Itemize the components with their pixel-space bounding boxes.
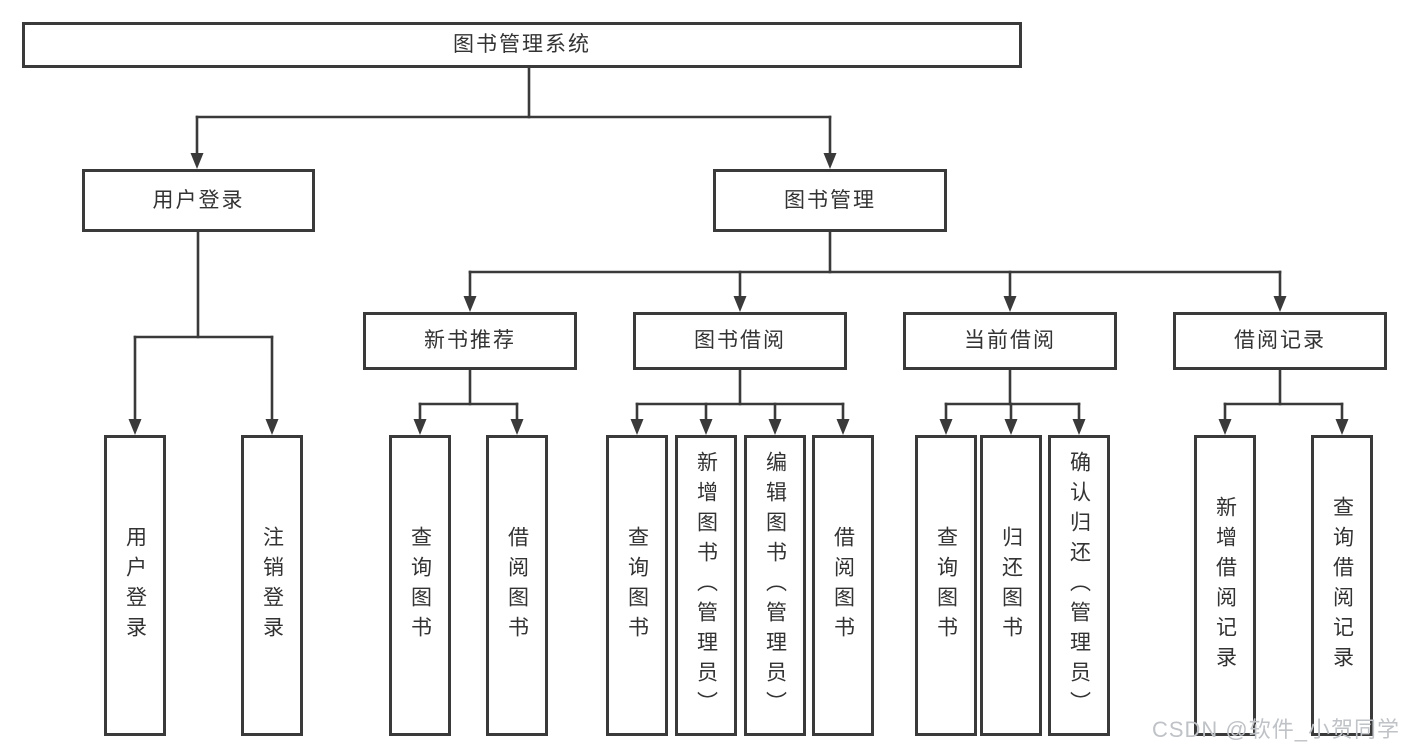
arrow-down-icon [733, 296, 747, 312]
csdn-watermark: CSDN @软件_小贺同学 [1151, 717, 1400, 742]
node-borrow-records: 借阅记录 [1173, 312, 1387, 370]
leaf-borrow-books-recommend: 借阅图书 [486, 435, 548, 736]
node-label: 注销登录 [260, 525, 284, 646]
arrow-down-icon [1003, 296, 1017, 312]
arrow-down-icon [413, 419, 427, 435]
arrow-down-icon [1335, 419, 1349, 435]
arrow-down-icon [699, 419, 713, 435]
node-label: 新增借阅记录 [1213, 495, 1237, 676]
node-label: 编辑图书（管理员） [763, 450, 787, 721]
node-label: 借阅记录 [1234, 329, 1326, 353]
node-user-login: 用户登录 [82, 169, 315, 232]
arrow-down-icon [190, 153, 204, 169]
leaf-query-borrow-record: 查询借阅记录 [1311, 435, 1373, 736]
arrow-down-icon [265, 419, 279, 435]
leaf-user-login: 用户登录 [104, 435, 166, 736]
leaf-add-books-admin: 新增图书（管理员） [675, 435, 737, 736]
arrow-down-icon [939, 419, 953, 435]
leaf-return-books: 归还图书 [980, 435, 1042, 736]
leaf-edit-books-admin: 编辑图书（管理员） [744, 435, 806, 736]
arrow-down-icon [1072, 419, 1086, 435]
node-label: 用户登录 [152, 188, 245, 212]
node-label: 图书管理系统 [453, 33, 591, 57]
node-label: 图书借阅 [694, 329, 786, 353]
node-current-borrow: 当前借阅 [903, 312, 1117, 370]
leaf-logout: 注销登录 [241, 435, 303, 736]
arrow-down-icon [128, 419, 142, 435]
leaf-confirm-return-admin: 确认归还（管理员） [1048, 435, 1110, 736]
leaf-query-books-borrow: 查询图书 [606, 435, 668, 736]
arrow-down-icon [510, 419, 524, 435]
arrow-down-icon [1004, 419, 1018, 435]
leaf-borrow-books: 借阅图书 [812, 435, 874, 736]
node-label: 归还图书 [999, 525, 1023, 646]
arrow-down-icon [463, 296, 477, 312]
arrow-down-icon [1218, 419, 1232, 435]
arrow-down-icon [768, 419, 782, 435]
node-label: 查询图书 [625, 525, 649, 646]
leaf-query-books-recommend: 查询图书 [389, 435, 451, 736]
node-label: 当前借阅 [964, 329, 1056, 353]
node-label: 新书推荐 [424, 329, 516, 353]
arrow-down-icon [1273, 296, 1287, 312]
node-label: 借阅图书 [505, 525, 529, 646]
node-label: 借阅图书 [831, 525, 855, 646]
node-library-management-system: 图书管理系统 [22, 22, 1022, 68]
leaf-query-books-current: 查询图书 [915, 435, 977, 736]
node-book-management: 图书管理 [713, 169, 947, 232]
node-label: 查询图书 [934, 525, 958, 646]
node-book-borrow: 图书借阅 [633, 312, 847, 370]
leaf-add-borrow-record: 新增借阅记录 [1194, 435, 1256, 736]
node-label: 用户登录 [123, 525, 147, 646]
arrow-down-icon [823, 153, 837, 169]
node-label: 查询借阅记录 [1330, 495, 1354, 676]
node-label: 新增图书（管理员） [694, 450, 718, 721]
arrow-down-icon [630, 419, 644, 435]
node-label: 图书管理 [784, 188, 876, 212]
arrow-down-icon [836, 419, 850, 435]
node-new-book-recommend: 新书推荐 [363, 312, 577, 370]
node-label: 查询图书 [408, 525, 432, 646]
node-label: 确认归还（管理员） [1067, 450, 1091, 721]
